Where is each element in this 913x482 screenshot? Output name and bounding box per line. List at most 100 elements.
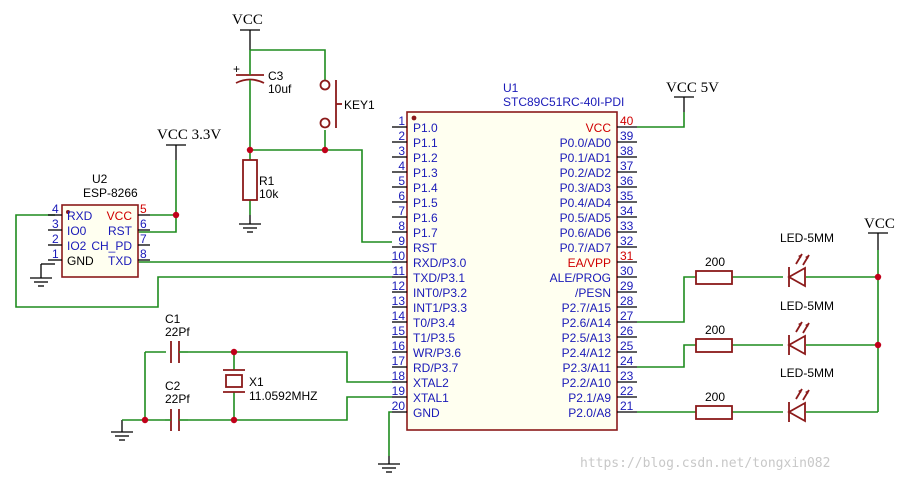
u1-pin-name: P0.4/AD4 (560, 196, 612, 210)
watermark: https://blog.csdn.net/tongxin082 (580, 456, 830, 471)
u1-pin-name: P0.2/AD2 (560, 166, 612, 180)
u1-pin-number: 21 (620, 399, 634, 413)
u1-pin-number: 14 (392, 309, 406, 323)
u1-pin-number: 25 (620, 339, 634, 353)
u1-pin-number: 27 (620, 309, 634, 323)
u1-pin-name: P1.6 (413, 211, 438, 225)
u1-pin-name: ALE/PROG (550, 271, 611, 285)
u1-pin-number: 32 (620, 234, 634, 248)
u1-pin-number: 6 (398, 189, 405, 203)
resistor-led2: 200 (695, 323, 733, 353)
ground-caps (111, 420, 133, 441)
u1-pin-name: GND (413, 406, 440, 420)
u1-pin-name: P1.7 (413, 226, 438, 240)
vcc-33-symbol: VCC 3.3V (157, 127, 221, 160)
led1-label: LED-5MM (780, 231, 834, 245)
r1-value: 10k (259, 187, 279, 201)
u1-pin-number: 5 (398, 174, 405, 188)
u1-part: STC89C51RC-40I-PDI (503, 95, 624, 109)
u1-pin-number: 23 (620, 369, 634, 383)
u1-pin-number: 18 (392, 369, 406, 383)
c1-ref: C1 (165, 312, 181, 326)
u1-pin-number: 26 (620, 324, 634, 338)
u1-pin-name: /PESN (575, 286, 611, 300)
u1-pin-name: P0.5/AD5 (560, 211, 612, 225)
u1-right-pins: 40VCC39P0.0/AD038P0.1/AD137P0.2/AD236P0.… (550, 114, 637, 420)
u2-pin-name: RST (108, 224, 133, 238)
u1-pin-name: P1.0 (413, 121, 438, 135)
u1-pin-name: P2.4/A12 (562, 346, 612, 360)
vcc-right-symbol: VCC (864, 216, 895, 250)
x1-value: 11.0592MHZ (249, 389, 317, 403)
u1-pin-number: 16 (392, 339, 406, 353)
junctions (141, 146, 882, 424)
u1-pin-name: T1/P3.5 (413, 331, 455, 345)
u1-pin-name: P2.3/A11 (563, 361, 612, 375)
u1-pin-name: P2.5/A13 (562, 331, 612, 345)
vcc-33-label: VCC 3.3V (157, 127, 221, 143)
u2-pin-number: 4 (52, 202, 59, 216)
u1-pin-number: 17 (392, 354, 406, 368)
u2-pin-number: 5 (140, 202, 147, 216)
resistor-led3: 200 (695, 390, 733, 420)
u1-pin-number: 2 (398, 129, 405, 143)
c3-polarity: + (233, 62, 240, 76)
u2-pin-name: TXD (108, 254, 132, 268)
crystal-x1: X1 11.0592MHZ (223, 369, 317, 403)
u1-pin-number: 24 (620, 354, 634, 368)
resistor-r1: R1 10k (242, 159, 279, 201)
u1-pin-name: P1.3 (413, 166, 438, 180)
u1-pin-number: 35 (620, 189, 634, 203)
r-led3-value: 200 (705, 390, 725, 404)
capacitor-c3: + C3 10uf (233, 62, 292, 96)
u2-pin-number: 2 (52, 232, 59, 246)
led-2: LED-5MM (780, 299, 834, 356)
ground-u1 (378, 456, 400, 473)
ground-r1 (239, 215, 261, 233)
u1-pin-name: P0.7/AD7 (560, 241, 612, 255)
u1-pin-number: 19 (392, 384, 406, 398)
u1-pin-name: RD/P3.7 (413, 361, 459, 375)
u1-pin-name: P0.6/AD6 (560, 226, 612, 240)
u1-pin-name: P2.7/A15 (562, 301, 612, 315)
u1-pin-number: 1 (398, 114, 405, 128)
vcc-5v-symbol: VCC 5V (666, 80, 719, 112)
c3-ref: C3 (268, 69, 284, 83)
u2-pin-name: IO0 (67, 224, 87, 238)
u1-pin-name: P1.2 (413, 151, 438, 165)
u1-pin-number: 31 (620, 249, 634, 263)
capacitor-c2: C2 22Pf (165, 379, 190, 431)
u1-pin-number: 33 (620, 219, 634, 233)
u2-pin-name: VCC (107, 209, 133, 223)
u1-pin-name: P1.1 (413, 136, 438, 150)
u1-pin-number: 40 (620, 114, 634, 128)
u1-pin-number: 4 (398, 159, 405, 173)
u1-pin-name: P0.3/AD3 (560, 181, 612, 195)
u2-pin-number: 6 (140, 217, 147, 231)
u2-pin-number: 7 (140, 232, 147, 246)
led2-label: LED-5MM (780, 299, 834, 313)
u1-pin-name: EA/VPP (568, 256, 611, 270)
x1-ref: X1 (249, 375, 264, 389)
u1-pin-name: P0.1/AD1 (560, 151, 612, 165)
c2-ref: C2 (165, 379, 181, 393)
u1-pin-name: T0/P3.4 (413, 316, 455, 330)
u1-pin-number: 34 (620, 204, 634, 218)
u2-pin-name: CH_PD (91, 239, 132, 253)
u1-pin-name: P2.1/A9 (568, 391, 611, 405)
r1-ref: R1 (259, 174, 275, 188)
u1-pin-number: 7 (398, 204, 405, 218)
vcc-right-label: VCC (864, 216, 895, 232)
u1-pin-name: TXD/P3.1 (413, 271, 465, 285)
u1-pin-name: WR/P3.6 (413, 346, 461, 360)
u2-pin-name: IO2 (67, 239, 87, 253)
u1-pin-number: 30 (620, 264, 634, 278)
c2-value: 22Pf (165, 392, 190, 406)
c3-value: 10uf (268, 82, 292, 96)
u1-pin-number: 38 (620, 144, 634, 158)
u1-pin-number: 22 (620, 384, 634, 398)
u1-pin-name: P2.0/A8 (568, 406, 611, 420)
u2-part: ESP-8266 (83, 186, 138, 200)
